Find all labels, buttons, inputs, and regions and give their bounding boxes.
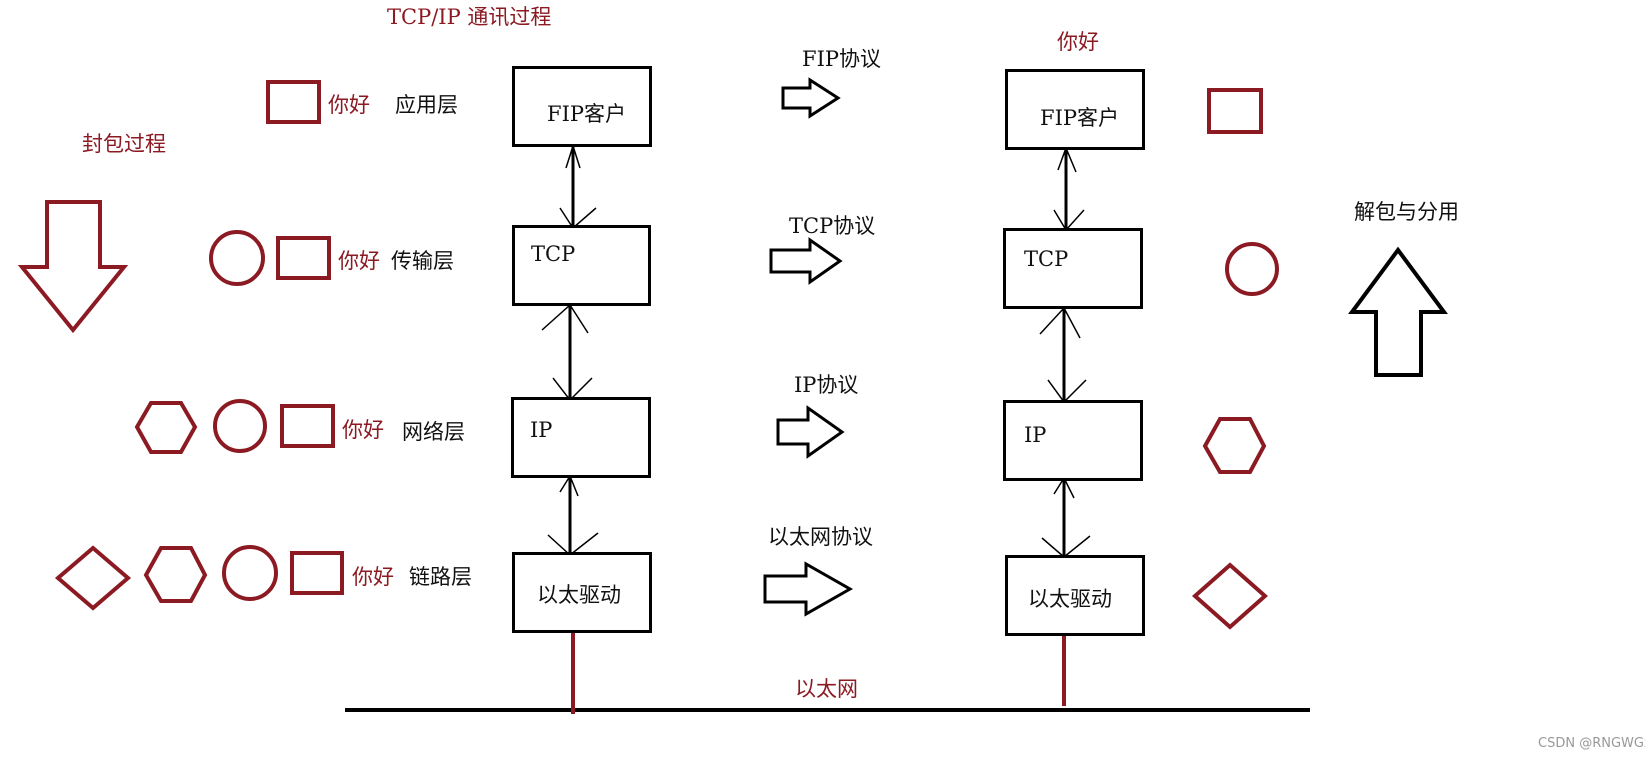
right-data-shapes [1191, 88, 1279, 630]
left-box-network: IP [511, 397, 651, 478]
ethernet-protocol-arrow [763, 561, 854, 617]
transport-layer-name: 传输层 [391, 249, 454, 273]
link-layer-name: 链路层 [409, 565, 472, 589]
transport-header-circle [209, 230, 265, 286]
right-transport-circle [1225, 242, 1279, 296]
diagram-title: TCP/IP 通讯过程 [387, 5, 552, 29]
right-box-transport-label: TCP [1024, 247, 1069, 271]
network-header-hexagon [134, 401, 198, 454]
tcp-protocol-label: TCP协议 [789, 214, 876, 238]
right-box-network: IP [1003, 400, 1143, 481]
left-box-link-label: 以太驱动 [537, 583, 621, 607]
right-box-link: 以太驱动 [1005, 555, 1145, 636]
tcp-protocol-arrow [769, 237, 843, 285]
application-data-square [266, 80, 321, 124]
link-data-square [290, 551, 344, 595]
application-layer-name: 应用层 [395, 93, 458, 117]
transport-data-square [276, 236, 331, 280]
left-box-link: 以太驱动 [512, 552, 652, 633]
right-ip-hexagon [1202, 417, 1267, 474]
transport-hello-label: 你好 [338, 249, 380, 273]
decapsulation-label: 解包与分用 [1354, 200, 1459, 224]
right-stack-connectors [1039, 145, 1091, 558]
link-hello-label: 你好 [352, 565, 394, 589]
network-layer-name: 网络层 [402, 420, 465, 444]
watermark: CSDN @RNGWGzZs [1538, 736, 1645, 751]
ethernet-protocol-label: 以太网协议 [768, 525, 873, 549]
right-application-square [1207, 88, 1263, 134]
right-box-application-label: FIP客户 [1040, 106, 1119, 130]
left-box-transport-label: TCP [531, 242, 576, 266]
right-box-application: FIP客户 [1005, 69, 1145, 150]
left-box-application-label: FIP客户 [547, 102, 626, 126]
left-data-shapes [54, 80, 344, 611]
application-hello-label: 你好 [328, 93, 370, 117]
network-hello-label: 你好 [342, 418, 384, 442]
ip-protocol-arrow [776, 405, 845, 459]
link-header-diamond [54, 545, 132, 611]
network-data-square [280, 404, 335, 448]
link-transport-circle [222, 545, 278, 601]
right-hello-label: 你好 [1057, 30, 1099, 54]
network-transport-circle [213, 399, 267, 453]
link-ip-hexagon [143, 546, 208, 603]
right-box-network-label: IP [1024, 423, 1047, 447]
left-box-application: FIP客户 [512, 66, 652, 147]
right-link-diamond [1191, 562, 1269, 630]
ip-protocol-label: IP协议 [794, 373, 859, 397]
left-stack-connectors [541, 143, 599, 556]
encapsulation-label: 封包过程 [82, 132, 166, 156]
left-box-network-label: IP [530, 418, 553, 442]
fip-protocol-arrow [781, 77, 841, 119]
ethernet-label: 以太网 [795, 677, 858, 701]
right-box-link-label: 以太驱动 [1028, 587, 1112, 611]
right-box-transport: TCP [1003, 228, 1143, 309]
protocol-arrows [763, 77, 854, 617]
fip-protocol-label: FIP协议 [802, 47, 881, 71]
encapsulation-down-arrow [17, 200, 129, 334]
decapsulation-up-arrow [1348, 246, 1448, 377]
left-box-transport: TCP [512, 225, 651, 306]
